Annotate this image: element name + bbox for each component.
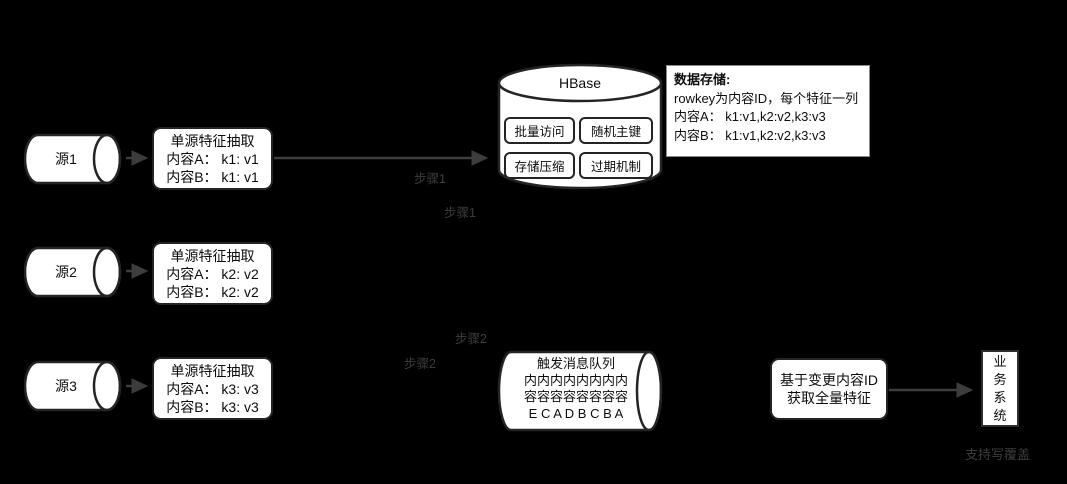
source3-cylinder-icon xyxy=(24,360,122,412)
extractor2-content-b: 内容B： k2: v2 xyxy=(166,283,259,300)
hbase-feature-expiry-mechanism: 过期机制 xyxy=(579,152,653,179)
fetch-features-box: 基于变更内容ID 获取全量特征 xyxy=(770,358,888,420)
extractor3-title: 单源特征抽取 xyxy=(170,362,255,379)
message-queue-row1: 内内内内内内内内 xyxy=(523,372,628,388)
data-storage-note-line2: 内容A： k1:v1,k2:v2,k3:v3 xyxy=(674,109,826,124)
data-storage-note-line3: 内容B： k1:v1,k2:v2,k3:v3 xyxy=(674,127,826,143)
step1-label-a: 步骤1 xyxy=(414,172,446,186)
source2-label: 源2 xyxy=(55,264,77,280)
hbase-feature-random-rowkey: 随机主键 xyxy=(579,117,653,144)
extractor2-title: 单源特征抽取 xyxy=(170,247,255,264)
message-queue-cylinder-icon xyxy=(497,350,663,432)
extractor1-box: 单源特征抽取 内容A： k1: v1 内容B： k1: v1 xyxy=(152,127,273,190)
data-storage-note-line1: rowkey为内容ID，每个特征一列 xyxy=(674,90,859,106)
fetch-features-line1: 基于变更内容ID xyxy=(780,372,878,388)
step2-label-a: 步骤2 xyxy=(455,332,487,346)
message-queue-row3: E C A D B C B A xyxy=(528,405,624,421)
extractor1-content-b: 内容B： k1: v1 xyxy=(166,168,259,185)
hbase-title: HBase xyxy=(558,75,602,91)
extractor1-content-a: 内容A： k1: v1 xyxy=(166,150,259,167)
fetch-features-line2: 获取全量特征 xyxy=(787,390,871,406)
hbase-feature-batch-access: 批量访问 xyxy=(504,117,575,144)
extractor3-content-b: 内容B： k3: v3 xyxy=(166,398,259,415)
source1-cylinder-icon xyxy=(24,133,122,185)
source3-label: 源3 xyxy=(55,378,77,394)
step1-label-b: 步骤1 xyxy=(444,206,476,220)
extractor3-content-a: 内容A： k3: v3 xyxy=(166,380,259,397)
extractor2-content-a: 内容A： k2: v2 xyxy=(166,265,259,282)
message-queue-title: 触发消息队列 xyxy=(536,356,615,371)
write-overwrite-footnote: 支持写覆盖 xyxy=(965,447,1031,462)
data-storage-note-title: 数据存储: xyxy=(674,72,731,87)
message-queue-text: 触发消息队列 内内内内内内内内 容容容容容容容容 E C A D B C B A xyxy=(497,356,655,422)
business-system-box: 业务系统 xyxy=(981,350,1019,427)
data-storage-note: 数据存储: rowkey为内容ID，每个特征一列 内容A： k1:v1,k2:v… xyxy=(666,65,870,157)
hbase-feature-storage-compression: 存储压缩 xyxy=(504,152,575,179)
extractor2-box: 单源特征抽取 内容A： k2: v2 内容B： k2: v2 xyxy=(152,242,273,305)
step2-label-b: 步骤2 xyxy=(404,357,436,371)
extractor1-title: 单源特征抽取 xyxy=(170,132,255,149)
extractor3-box: 单源特征抽取 内容A： k3: v3 内容B： k3: v3 xyxy=(152,357,273,420)
source2-cylinder-icon xyxy=(24,246,122,298)
message-queue-row2: 容容容容容容容容 xyxy=(523,389,628,404)
business-system-label: 业务系统 xyxy=(993,353,1007,423)
source1-label: 源1 xyxy=(55,151,77,167)
